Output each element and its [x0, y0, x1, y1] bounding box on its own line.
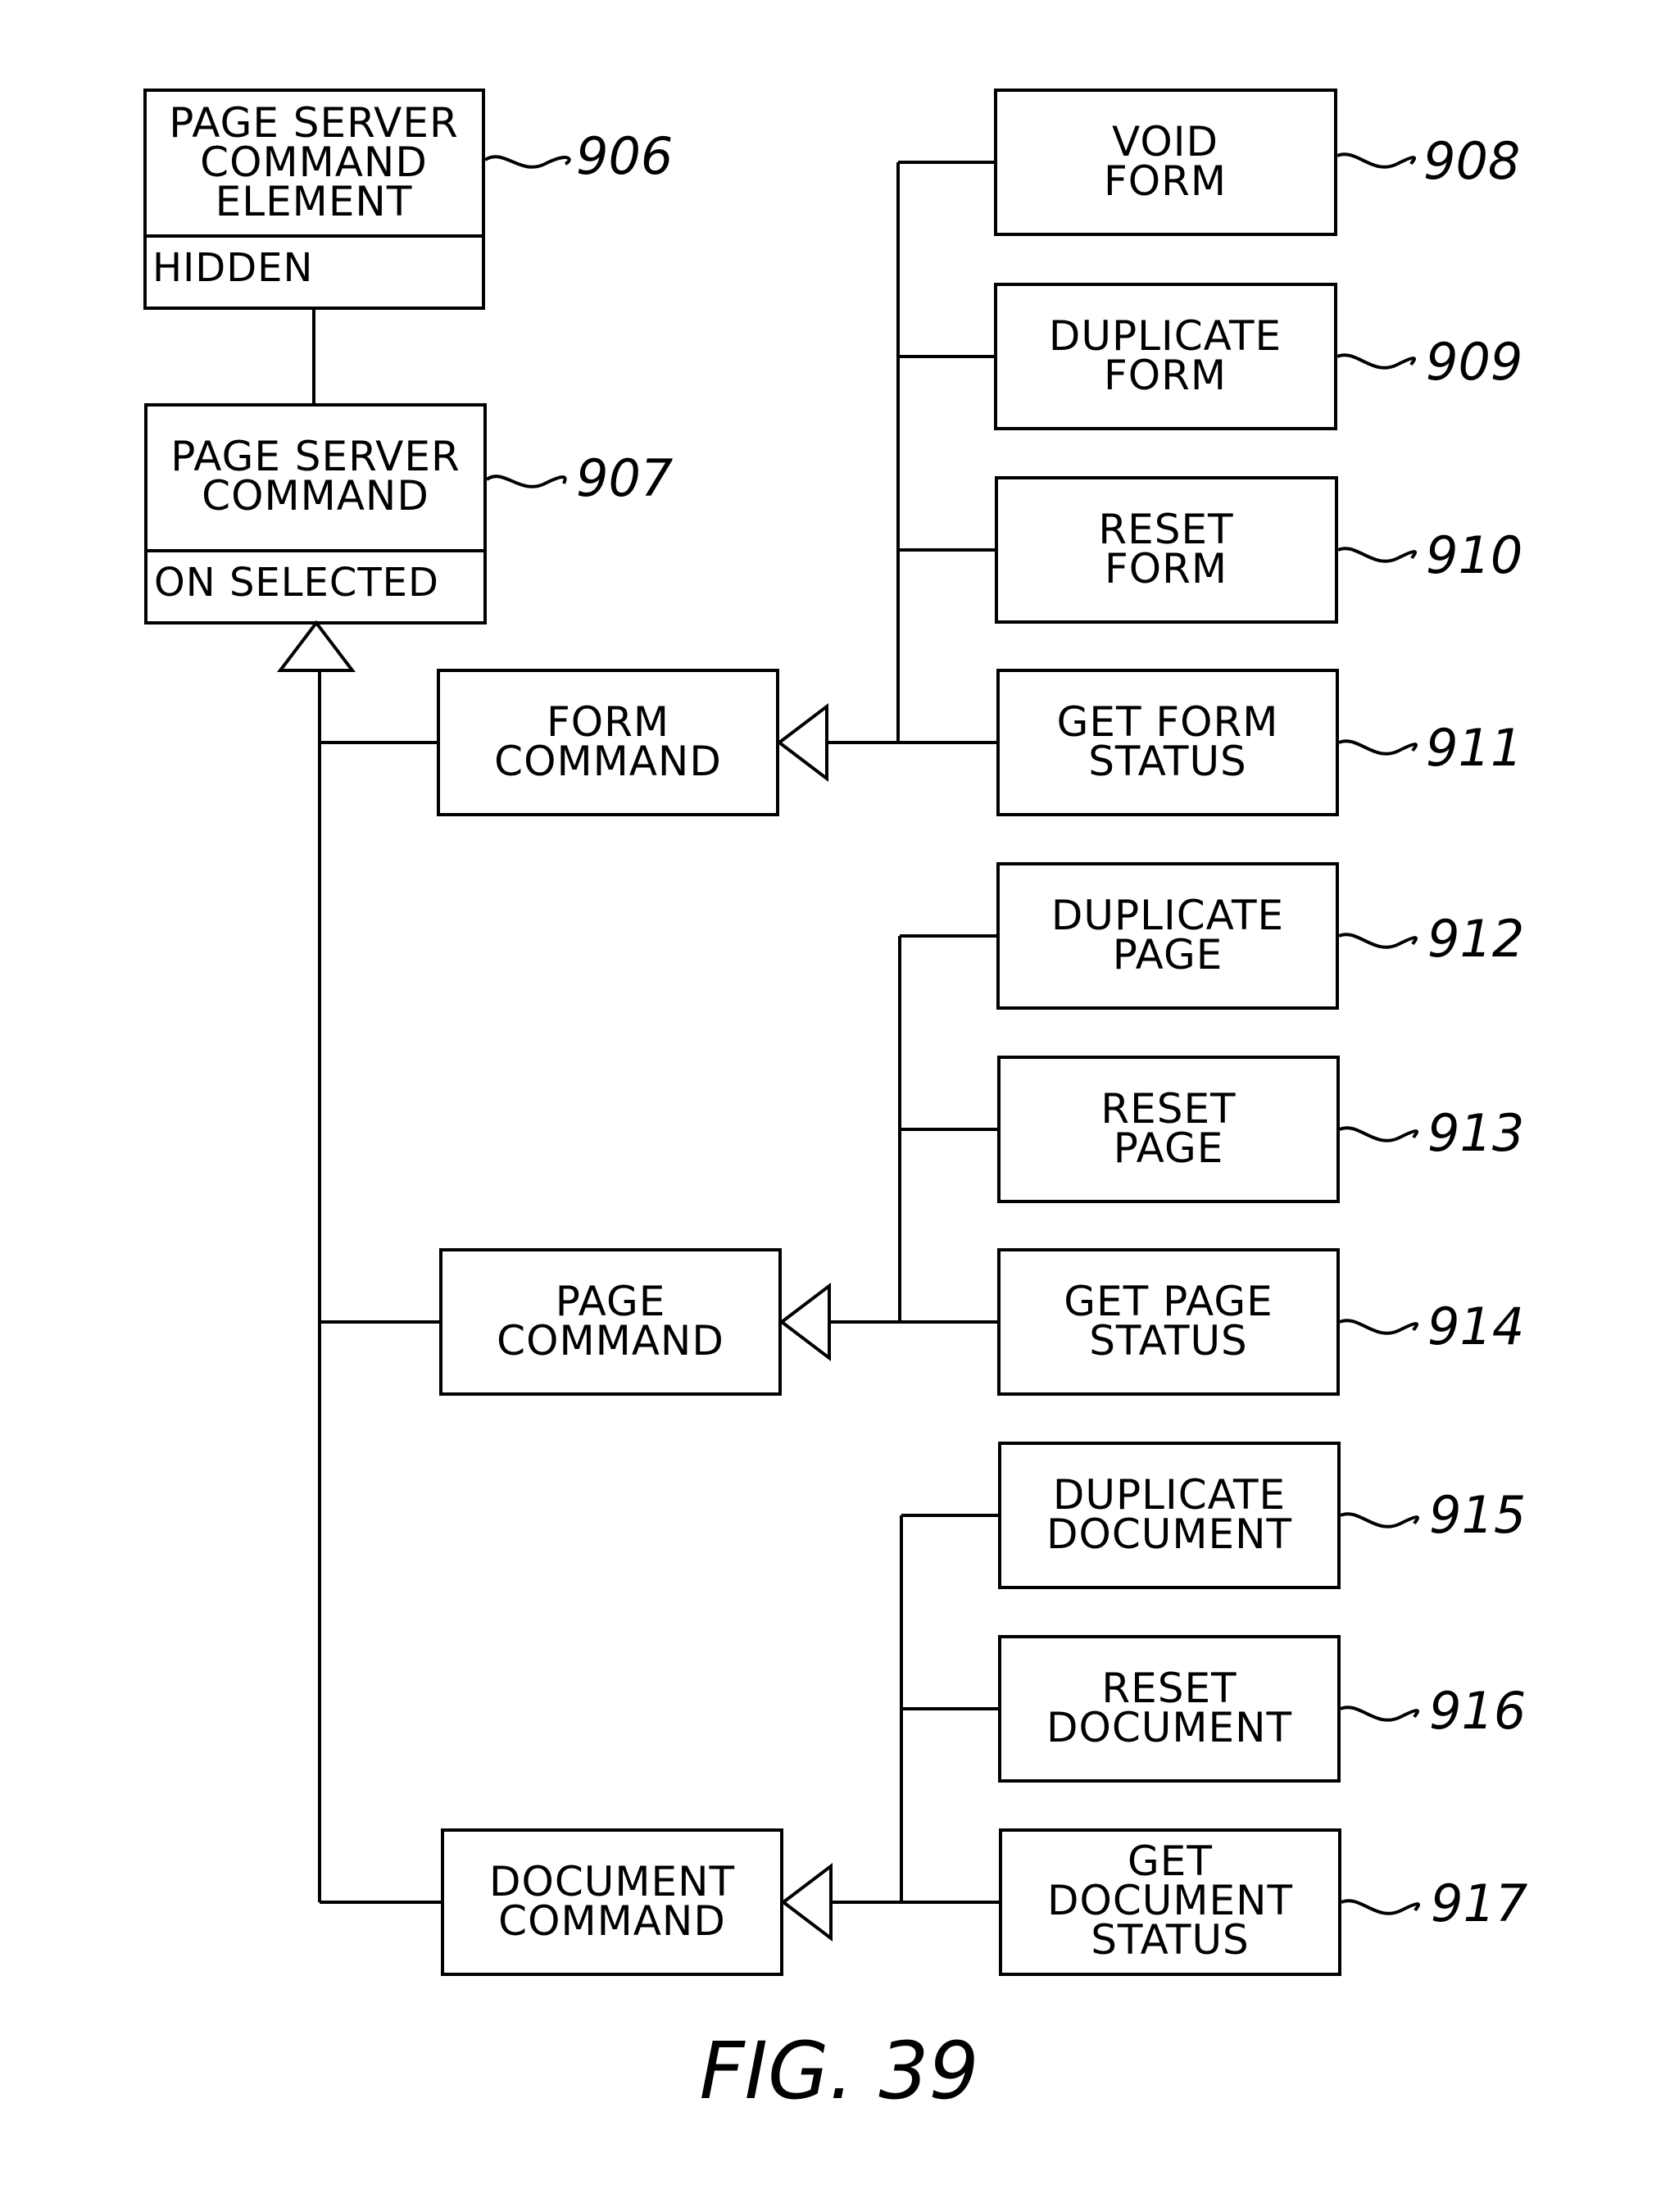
node-906-attribute: HIDDEN [152, 245, 313, 291]
node-911-line-2: STATUS [1088, 738, 1247, 785]
node-907: PAGE SERVER COMMAND ON SELECTED 907 [146, 405, 673, 623]
ref-911: 911 [1426, 718, 1522, 778]
ref-906: 906 [576, 126, 673, 186]
generalization-arrow-form [779, 706, 827, 779]
generalization-arrow-page [782, 1286, 829, 1358]
ref-912: 912 [1427, 909, 1524, 969]
node-912: DUPLICATE PAGE 912 [900, 864, 1524, 1008]
node-908: VOID FORM 908 [898, 90, 1520, 234]
node-908-line-2: FORM [1104, 157, 1227, 205]
form-command-line-2: COMMAND [494, 738, 722, 785]
node-915-line-2: DOCUMENT [1046, 1510, 1292, 1558]
node-document-command: DOCUMENT COMMAND [320, 1515, 1001, 1974]
node-913: RESET PAGE 913 [900, 1057, 1524, 1201]
ref-914: 914 [1427, 1297, 1524, 1356]
node-911: GET FORM STATUS 911 [998, 670, 1522, 815]
page-command-line-2: COMMAND [497, 1317, 724, 1365]
node-914: GET PAGE STATUS 914 [999, 1250, 1524, 1394]
ref-915: 915 [1429, 1485, 1526, 1545]
generalization-arrow-document [783, 1866, 831, 1938]
node-910-line-2: FORM [1105, 545, 1227, 593]
ref-916: 916 [1429, 1681, 1526, 1741]
node-906-line-3: ELEMENT [216, 178, 413, 225]
node-909: DUPLICATE FORM 909 [898, 284, 1522, 429]
ref-908: 908 [1423, 131, 1520, 191]
node-913-line-2: PAGE [1114, 1124, 1224, 1172]
node-910: RESET FORM 910 [898, 478, 1522, 622]
generalization-arrow-907 [280, 623, 352, 670]
node-917-line-3: STATUS [1091, 1916, 1250, 1964]
node-page-command: PAGE COMMAND [320, 936, 999, 1394]
node-915: DUPLICATE DOCUMENT 915 [901, 1443, 1526, 1587]
document-command-line-2: COMMAND [498, 1897, 726, 1945]
node-907-attribute: ON SELECTED [154, 560, 439, 606]
ref-917: 917 [1431, 1874, 1527, 1933]
ref-909: 909 [1426, 332, 1522, 392]
node-909-line-2: FORM [1104, 352, 1227, 399]
node-917: GET DOCUMENT STATUS 917 [1001, 1830, 1527, 1974]
figure-label: FIG. 39 [699, 2025, 978, 2117]
ref-907: 907 [576, 448, 673, 508]
node-916-line-2: DOCUMENT [1046, 1704, 1292, 1751]
node-906: PAGE SERVER COMMAND ELEMENT HIDDEN 906 [145, 90, 673, 308]
node-916: RESET DOCUMENT 916 [901, 1637, 1526, 1781]
node-907-line-2: COMMAND [202, 472, 429, 520]
node-914-line-2: STATUS [1089, 1317, 1248, 1365]
ref-913: 913 [1427, 1103, 1524, 1163]
node-912-line-2: PAGE [1113, 931, 1223, 979]
ref-910: 910 [1426, 525, 1522, 585]
